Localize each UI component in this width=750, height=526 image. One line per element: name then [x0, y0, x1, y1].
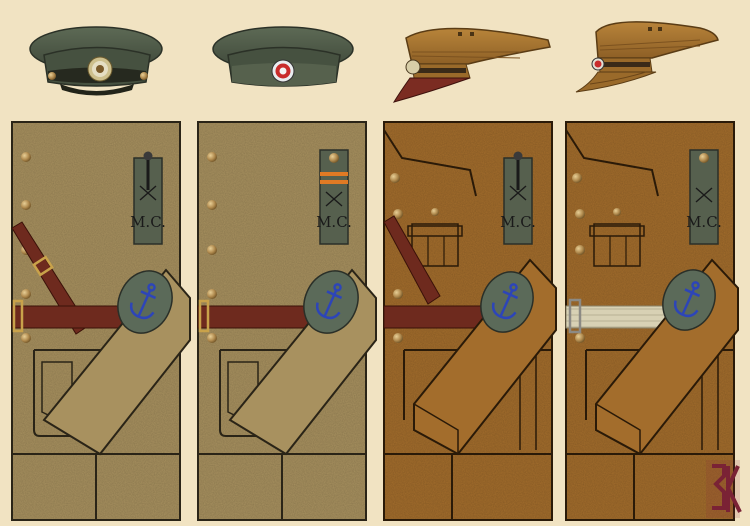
rank-stripe	[320, 180, 348, 184]
tunic-buttons	[572, 173, 585, 343]
shoulder-strap: M.C.	[500, 151, 536, 245]
sleeve-anchor-patch	[117, 270, 173, 334]
anchor-icon	[491, 283, 519, 320]
crossed-rifles-icon	[695, 187, 713, 203]
cockade-badge	[271, 59, 295, 83]
crossed-rifles-icon	[325, 191, 343, 207]
tunic-buttons	[390, 173, 403, 343]
shoulder-strap-label: M.C.	[500, 213, 536, 231]
tunic-panel-4: M.C.	[565, 121, 739, 521]
shoulder-strap: M.C.	[130, 151, 166, 245]
tunic-panel-3: M.C.	[383, 121, 557, 521]
anchor-icon	[315, 283, 343, 320]
tunic-panel-1: M.C.	[11, 121, 191, 521]
tunic-panel-2: M.C.	[197, 121, 377, 521]
sleeve-anchor-patch	[480, 271, 534, 333]
cap-khaki-enlisted	[575, 21, 719, 93]
cap-green-enlisted	[212, 26, 354, 87]
tunic-buttons	[207, 152, 217, 343]
artist-logo	[706, 460, 742, 518]
shoulder-strap: M.C.	[316, 149, 352, 245]
anchor-icon	[673, 281, 701, 318]
rank-stripe	[320, 172, 348, 176]
cap-khaki-officer	[392, 27, 551, 103]
shoulder-strap-label: M.C.	[316, 213, 352, 231]
crossed-rifles-icon	[139, 185, 157, 201]
anchor-icon	[129, 283, 157, 320]
shoulder-strap: M.C.	[686, 149, 722, 245]
sleeve-anchor-patch	[662, 269, 716, 331]
shoulder-strap-label: M.C.	[130, 213, 166, 231]
cockade-badge	[87, 56, 113, 82]
shoulder-strap-label: M.C.	[686, 213, 722, 231]
cap-green-officer	[29, 26, 163, 96]
crossed-rifles-icon	[509, 185, 527, 201]
sleeve-anchor-patch	[303, 270, 359, 334]
